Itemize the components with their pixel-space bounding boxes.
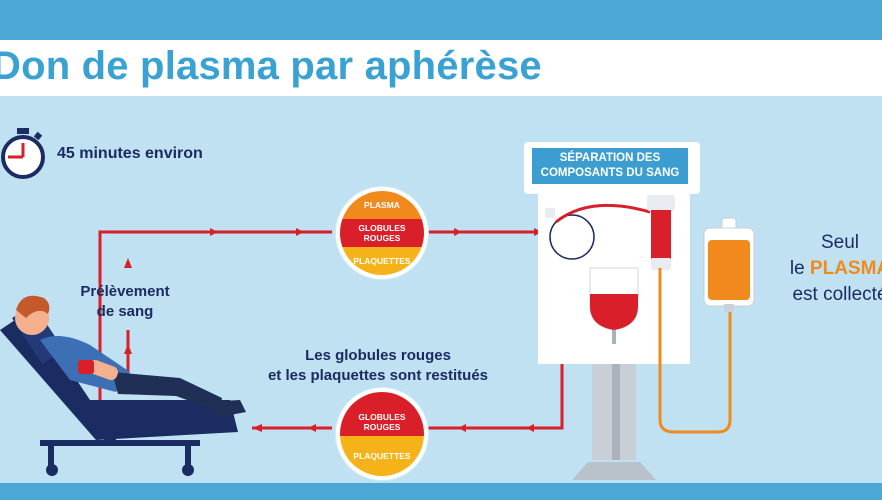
red-cells-band: GLOBULES ROUGES [340,219,424,247]
return-arrows [252,424,534,432]
donor-chair-illustration [0,295,246,476]
prelevement-line-2: de sang [96,303,154,320]
returned-components-circle: GLOBULES ROUGES PLAQUETTES [336,388,428,480]
title-bar: Don de plasma par aphérèse [0,40,882,96]
collect-line-1: Seul [820,232,860,253]
blood-components-circle: PLASMA GLOBULES ROUGES PLAQUETTES [336,187,428,279]
separation-line-2: COMPOSANTS DU SANG [540,167,680,179]
stopwatch-icon [1,128,45,179]
header-band [0,0,882,40]
separation-line-1: SÉPARATION DES [559,152,661,164]
plasma-line [658,268,732,434]
returned-red-cells-band: GLOBULES ROUGES [340,392,424,436]
plasma-bag-icon [703,217,755,312]
restitution-line-2: et les plaquettes sont restitués [267,367,489,384]
collect-label: Seul le PLASMA est collecté [740,230,882,308]
page-title: Don de plasma par aphérèse [0,44,542,88]
collect-highlight: PLASMA [809,258,882,279]
returned-red-cells-line-2: ROUGES [363,422,401,432]
separation-label: SÉPARATION DES COMPOSANTS DU SANG [532,148,688,184]
restitution-line-1: Les globules rouges [305,347,451,364]
red-cells-line-1: GLOBULES [358,223,406,233]
returned-red-cells-line-1: GLOBULES [358,412,406,422]
red-cells-line-2: ROUGES [363,233,401,243]
prelevement-line-1: Prélèvement [80,283,170,300]
collect-line-2: le PLASMA [740,256,882,282]
restitution-label: Les globules rouges et les plaquettes so… [238,346,518,386]
collect-line-3: est collecté [792,284,882,305]
footer-band [0,483,882,500]
duration-label: 45 minutes environ [57,145,203,162]
blood-bag-icon [589,267,639,344]
prelevement-label: Prélèvement de sang [70,282,180,322]
flow-arrows [124,228,542,354]
collect-prefix: le [789,258,810,279]
